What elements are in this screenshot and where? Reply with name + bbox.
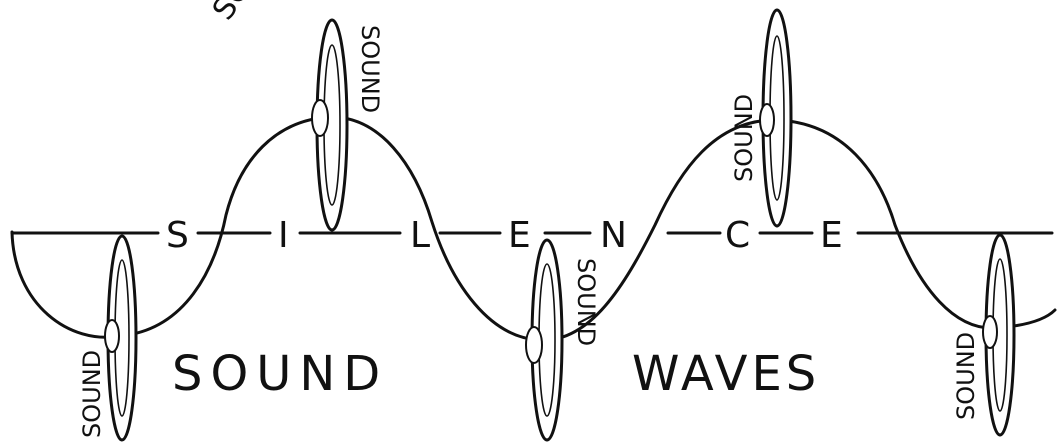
speaker-plate-5: SOUND — [952, 233, 1016, 437]
baseline-letter: L — [410, 215, 430, 256]
baseline-letter: I — [278, 215, 289, 256]
baseline-letter: C — [725, 215, 750, 256]
silence-letters: S I L E N C E — [166, 215, 843, 256]
sound-label: SOUND — [78, 350, 106, 438]
baseline-letter: E — [820, 215, 843, 256]
speaker-plate-4: SOUND — [730, 8, 793, 228]
caption-sound: SOUND — [172, 346, 388, 402]
sound-label: SOUND — [356, 25, 384, 113]
baseline-letter: S — [166, 215, 189, 256]
speaker-plate-1: SOUND — [78, 234, 138, 442]
speaker-plate-3: SOUND — [525, 238, 600, 442]
baseline-letter: E — [508, 215, 531, 256]
sound-wave-curve — [10, 115, 1057, 342]
sound-label: SOUND — [952, 332, 980, 420]
speaker-plate-2: SOUND — [311, 18, 384, 232]
top-fragment: SO — [206, 0, 259, 27]
caption-waves: WAVES — [632, 346, 820, 402]
top-fragment-text: SO — [206, 0, 259, 27]
sound-label: SOUND — [572, 258, 600, 346]
sound-label: SOUND — [730, 94, 758, 182]
baseline-letter: N — [600, 215, 627, 256]
